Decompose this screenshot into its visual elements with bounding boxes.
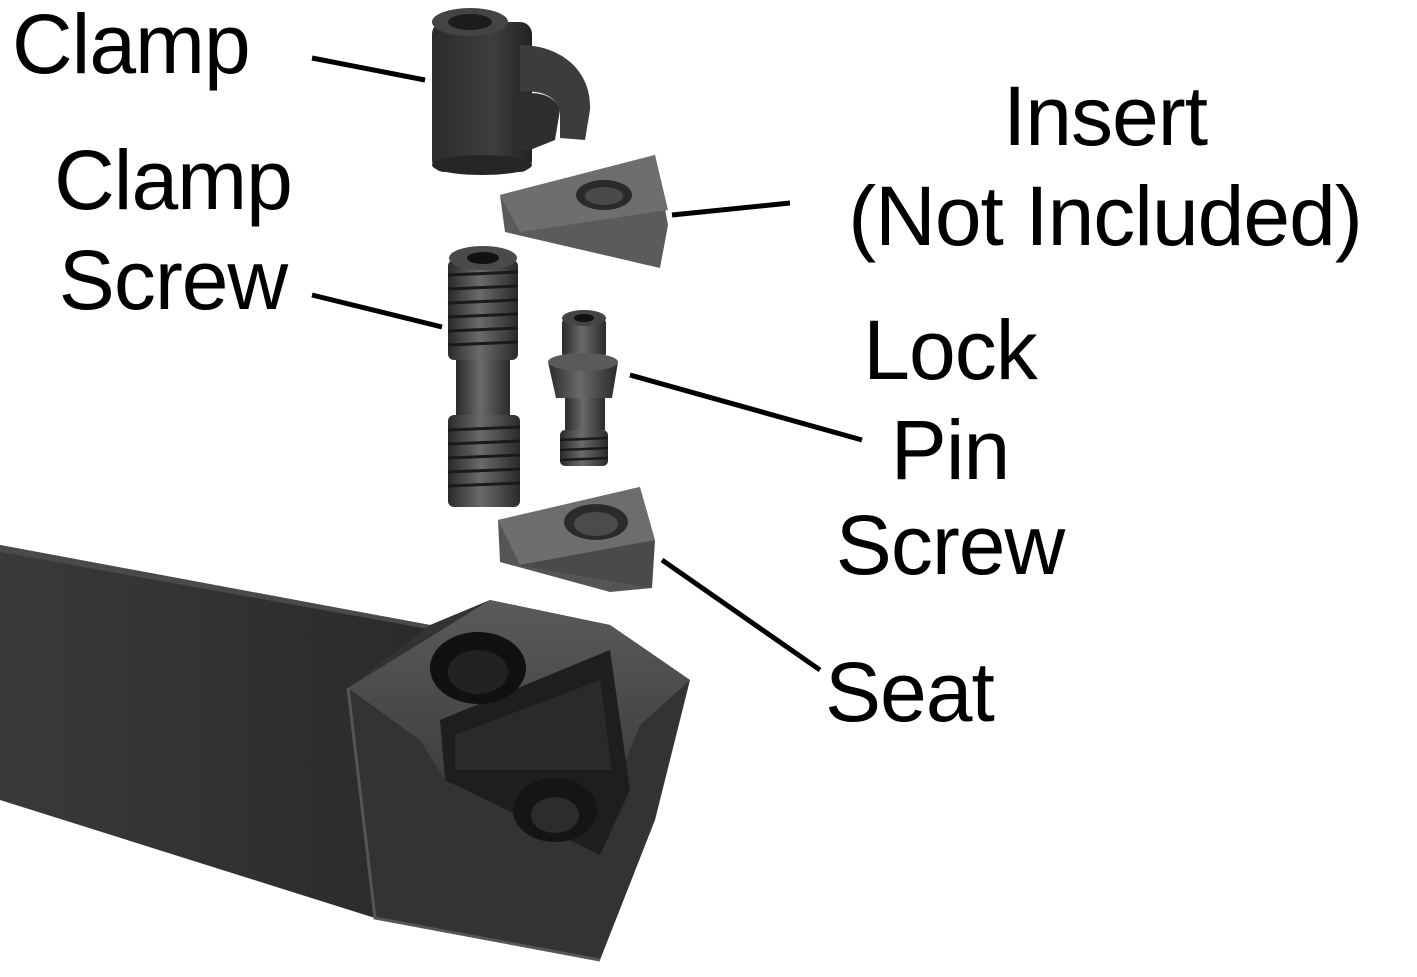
insert-label-line2: (Not Included) xyxy=(795,166,1415,266)
insert-leader-line xyxy=(672,203,790,215)
lock-pin-screw-part xyxy=(548,310,618,466)
insert-label-line1: Insert xyxy=(795,66,1415,166)
clamp-screw-part xyxy=(448,246,520,507)
insert-part xyxy=(500,155,668,268)
tool-holder-body xyxy=(0,545,690,960)
lock-pin-screw-label-line3: Screw xyxy=(805,495,1095,595)
clamp-screw-leader-line xyxy=(312,295,442,327)
seat-label: Seat xyxy=(825,642,994,742)
lock-pin-screw-label-line2: Pin xyxy=(805,400,1095,500)
seat-leader-line xyxy=(662,560,820,670)
clamp-part xyxy=(432,8,590,175)
lock-pin-screw-label-line1: Lock xyxy=(805,300,1095,400)
clamp-leader-line xyxy=(312,58,425,80)
clamp-screw-label-line1: Clamp xyxy=(28,130,318,230)
clamp-screw-label-line2: Screw xyxy=(28,230,318,330)
clamp-label: Clamp xyxy=(12,0,250,94)
seat-part xyxy=(498,487,655,592)
